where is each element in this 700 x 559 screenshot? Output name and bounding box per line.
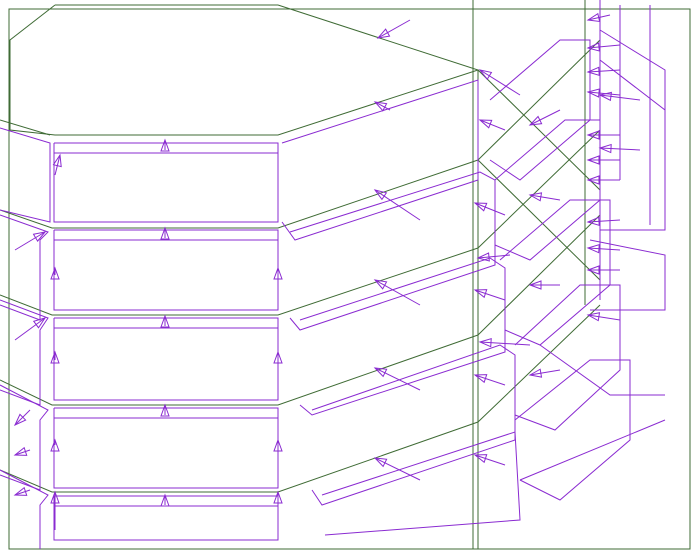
load-arrow <box>373 367 421 391</box>
front-panel <box>53 407 279 489</box>
load-arrow <box>160 314 170 328</box>
roof-outline <box>9 4 480 136</box>
tier-line <box>0 119 51 136</box>
load-arrow <box>160 138 170 152</box>
load-arrow <box>50 490 60 530</box>
load-arrow <box>473 374 506 386</box>
load-arrow <box>160 493 170 507</box>
load-arrow <box>476 252 511 262</box>
load-arrow <box>13 486 31 496</box>
side-panel <box>0 214 49 321</box>
load-arrow <box>586 88 621 98</box>
load-arrow <box>586 155 620 165</box>
load-arrow <box>598 143 641 154</box>
load-arrow <box>14 231 47 251</box>
side-panel <box>299 257 506 416</box>
load-arrow <box>373 279 421 306</box>
side-panel <box>514 359 631 501</box>
side-panel <box>539 344 665 396</box>
load-arrow <box>528 368 561 378</box>
side-panel <box>0 127 51 223</box>
diagonal <box>477 214 601 336</box>
side-panel <box>0 384 49 491</box>
side-panel <box>0 299 49 406</box>
side-panel <box>499 199 611 346</box>
diagonal <box>477 159 601 281</box>
load-arrows <box>13 12 641 530</box>
load-arrow <box>473 289 506 301</box>
front-panel <box>53 317 279 401</box>
load-arrow <box>586 244 621 254</box>
front-panel <box>53 142 279 223</box>
tier-line <box>0 421 479 493</box>
load-arrow <box>598 91 641 102</box>
tier-line <box>0 334 479 406</box>
load-arrow <box>528 280 560 290</box>
load-arrow <box>13 446 31 456</box>
load-arrow <box>14 317 47 341</box>
side-panel <box>489 39 591 181</box>
viewport-frame <box>8 0 691 550</box>
side-panel <box>589 239 666 311</box>
load-arrow <box>160 226 170 240</box>
side-panel <box>311 344 516 506</box>
side-panel <box>281 79 479 241</box>
frame-rect <box>8 8 691 550</box>
tier-line <box>0 247 479 316</box>
side-panel <box>0 469 49 549</box>
diagonal <box>477 39 601 161</box>
element-edges <box>0 0 666 549</box>
load-arrow <box>373 457 421 481</box>
load-arrow <box>586 66 621 76</box>
load-arrow <box>478 69 521 96</box>
load-arrow <box>586 42 621 52</box>
diagonal <box>477 304 601 423</box>
diagonal <box>477 69 601 191</box>
load-arrow <box>50 438 60 452</box>
side-panel <box>494 119 601 261</box>
load-arrow <box>473 454 506 466</box>
load-arrow <box>13 409 31 427</box>
tier-line <box>0 159 479 229</box>
load-arrow <box>478 337 531 348</box>
load-arrow <box>586 265 620 275</box>
load-arrow <box>273 438 283 452</box>
load-arrow <box>473 202 506 216</box>
side-panel <box>519 419 666 481</box>
load-arrow <box>373 101 391 112</box>
load-arrow <box>160 403 170 417</box>
load-arrow <box>586 312 621 322</box>
side-panel <box>599 59 666 200</box>
side-panel <box>514 284 621 431</box>
side-panel <box>321 431 521 536</box>
structure-edges <box>0 4 601 549</box>
load-arrow <box>376 19 411 39</box>
load-arrow <box>50 350 60 364</box>
load-arrow <box>478 119 506 131</box>
load-arrow <box>528 192 561 202</box>
load-arrow <box>273 490 283 528</box>
front-panel <box>53 495 279 541</box>
side-panel <box>289 171 496 331</box>
load-arrow <box>50 266 60 280</box>
load-arrow <box>586 130 620 140</box>
load-arrow <box>52 153 62 176</box>
load-arrow <box>273 350 283 364</box>
front-panel <box>53 229 279 311</box>
load-arrow <box>373 189 421 221</box>
load-arrow <box>528 109 561 126</box>
load-arrow <box>586 216 621 226</box>
load-arrow <box>586 12 611 23</box>
load-arrow <box>586 175 620 185</box>
diagonal <box>477 129 601 249</box>
load-arrow <box>273 266 283 280</box>
